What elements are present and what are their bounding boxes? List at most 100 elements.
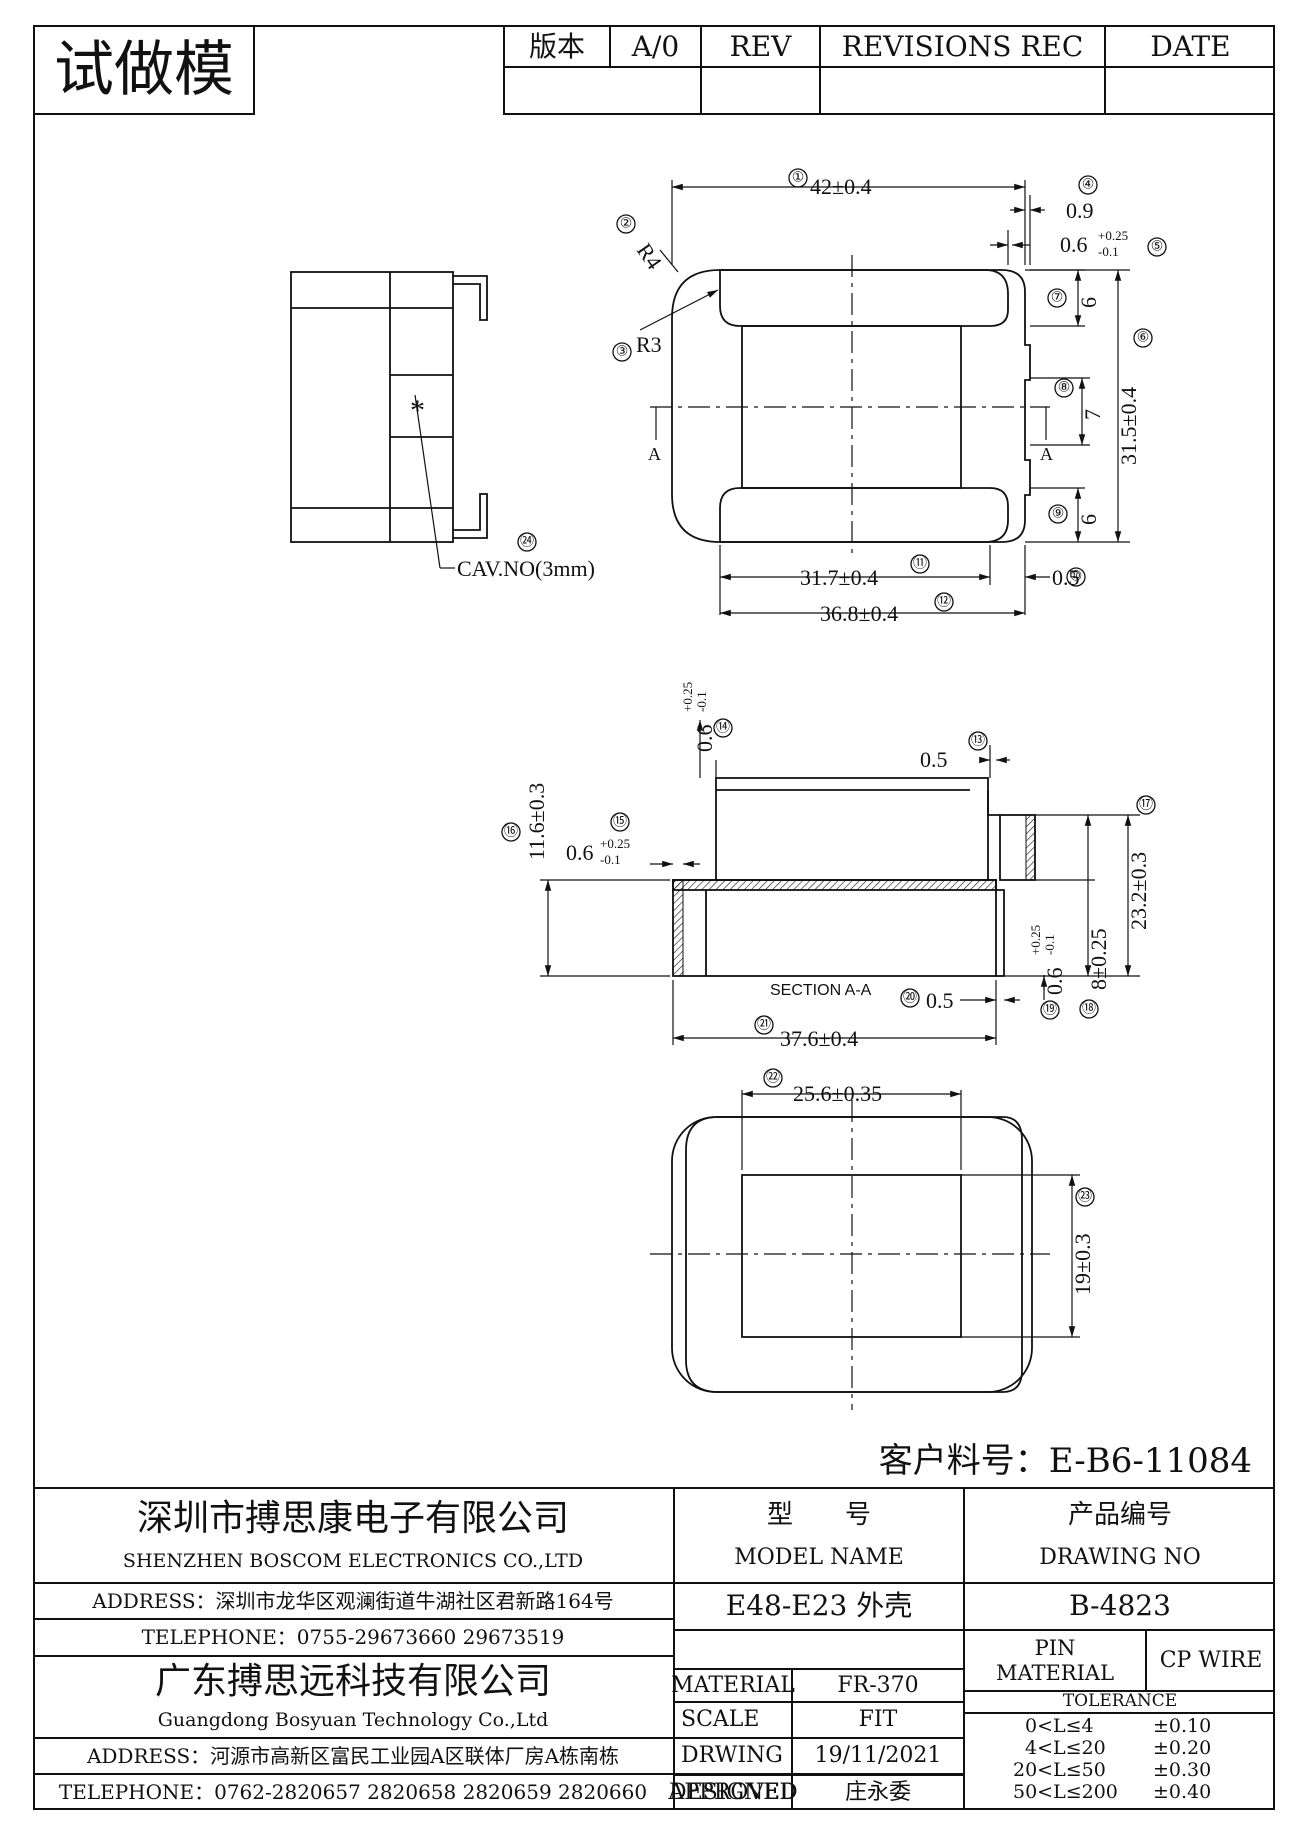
version-value: A/0 [631, 29, 680, 63]
dim-14-minus: -0.1 [694, 691, 709, 712]
callout-24: ㉔ [520, 534, 534, 550]
dim-12: 36.8±0.4 [820, 601, 898, 626]
technical-drawing: 42±0.4 R4 R3 0.9 0.6 +0.25 -0.1 31.5±0.4… [290, 168, 1167, 1410]
drawing-label-cn: 产品编号 [1067, 1500, 1172, 1531]
model-label-en: MODEL NAME [734, 1545, 904, 1571]
dim-20: 0.5 [926, 988, 954, 1013]
company2-address: ADDRESS：河源市高新区富民工业园A区联体厂房A栋南栋 [86, 1743, 620, 1768]
dim-9: 6 [1076, 514, 1101, 525]
company2-name-en: Guangdong Bosyuan Technology Co.,Ltd [157, 1709, 549, 1732]
version-label: 版本 [528, 29, 585, 63]
model-value: E48-E23 外壳 [725, 1589, 913, 1623]
drawing-number: B-4823 [1069, 1589, 1171, 1623]
company1-address: ADDRESS：深圳市龙华区观澜街道牛湖社区君新路164号 [92, 1588, 614, 1613]
callout-7: ⑦ [1051, 291, 1064, 306]
tolerance-value-2: ±0.20 [1153, 1737, 1212, 1759]
dim-15-minus: -0.1 [600, 852, 621, 867]
scale-label: SCALE [681, 1707, 760, 1733]
top-view [671, 269, 1031, 543]
star-mark: * [410, 394, 425, 427]
designed-label: DESIGNED [669, 1779, 797, 1805]
dim-15: 0.6 [566, 840, 594, 865]
dim-18: 8±0.25 [1086, 928, 1111, 990]
dim-22: 25.6±0.35 [793, 1081, 882, 1106]
callout-16: ⑯ [504, 824, 518, 840]
company1-name-cn: 深圳市搏思康电子有限公司 [136, 1498, 569, 1540]
revisions-label: REVISIONS REC [841, 29, 1084, 63]
company2-name-cn: 广东搏思远科技有限公司 [154, 1661, 551, 1703]
callout-19: ⑲ [1043, 1002, 1057, 1018]
cp-wire-label: CP WIRE [1159, 1647, 1263, 1673]
dim-5: 0.6 [1060, 232, 1088, 257]
callout-1: ① [792, 171, 805, 186]
date-label: DATE [1150, 29, 1231, 63]
section-hatch [672, 814, 1036, 977]
tolerance-table: 0<L≤4 ±0.10 4<L≤20 ±0.20 20<L≤50 ±0.30 5… [965, 1715, 1275, 1810]
callout-14: ⑭ [716, 720, 730, 736]
dim-14-plus: +0.25 [680, 682, 695, 712]
tolerance-value-4: ±0.40 [1153, 1781, 1212, 1803]
dim-5-plus: +0.25 [1098, 228, 1128, 243]
material-label: MATERIAL [671, 1672, 795, 1698]
tolerance-range-1: 0<L≤4 [1025, 1715, 1094, 1737]
callout-17: ⑰ [1139, 797, 1153, 813]
tolerance-value-3: ±0.30 [1153, 1759, 1212, 1781]
tolerance-range-3: 20<L≤50 [1013, 1759, 1106, 1781]
drawing-by-label: DRWING [681, 1743, 783, 1769]
callout-21: ㉑ [757, 1017, 771, 1033]
callout-8: ⑧ [1058, 381, 1071, 396]
callout-11: ⑪ [913, 556, 927, 572]
tolerance-value-1: ±0.10 [1153, 1715, 1212, 1737]
callout-2: ② [620, 217, 633, 232]
customer-part-number: 客户料号：E-B6-11084 [878, 1441, 1252, 1481]
rev-label: REV [729, 29, 792, 63]
trial-stamp: 试做模 [54, 34, 234, 105]
revision-table [503, 25, 1275, 115]
callout-23: ㉓ [1078, 1189, 1092, 1205]
section-view [672, 777, 1036, 977]
tolerance-label: TOLERANCE [1062, 1691, 1178, 1712]
dim-6: 31.5±0.4 [1116, 387, 1141, 465]
section-mark-left: A [648, 444, 661, 464]
drawing-frame [33, 25, 1275, 1810]
dim-2: R4 [632, 239, 667, 274]
model-label-cn: 型 号 [766, 1500, 871, 1531]
dim-21: 37.6±0.4 [780, 1026, 858, 1051]
callout-22: ㉒ [766, 1070, 780, 1086]
callout-6: ⑥ [1137, 331, 1150, 346]
dim-19: 0.6 [1042, 968, 1067, 996]
dim-19-plus: +0.25 [1028, 925, 1043, 955]
callout-18: ⑱ [1082, 1001, 1096, 1017]
callout-5: ⑤ [1151, 240, 1164, 255]
dim-16: 11.6±0.3 [524, 783, 549, 860]
callout-10: ⑩ [1070, 570, 1083, 585]
callout-20: ⑳ [903, 990, 917, 1006]
dim-5-minus: -0.1 [1098, 244, 1119, 259]
dim-3: R3 [636, 332, 662, 357]
dim-1: 42±0.4 [810, 174, 872, 199]
dim-4: 0.9 [1066, 198, 1094, 223]
pin-material-label: PIN MATERIAL [995, 1636, 1115, 1685]
company1-telephone: TELEPHONE：0755-29673660 29673519 [141, 1625, 565, 1649]
dim-14: 0.6 [692, 725, 717, 753]
dim-11: 31.7±0.4 [800, 565, 878, 590]
trial-stamp-box [33, 25, 255, 115]
drawing-date: 19/11/2021 [814, 1743, 942, 1769]
cav-no: CAV.NO(3mm) [457, 556, 595, 581]
drawing-label-en: DRAWING NO [1039, 1545, 1201, 1571]
dim-15-plus: +0.25 [600, 836, 630, 851]
tolerance-range-2: 4<L≤20 [1025, 1737, 1106, 1759]
callout-12: ⑫ [937, 594, 951, 610]
callout-15: ⑮ [613, 814, 627, 830]
dim-23: 19±0.3 [1070, 1233, 1095, 1295]
section-title: SECTION A-A [770, 982, 872, 999]
tolerance-range-4: 50<L≤200 [1013, 1781, 1118, 1803]
section-mark-right: A [1040, 444, 1053, 464]
callout-markers [501, 168, 1167, 1207]
dim-7: 6 [1076, 297, 1101, 308]
callout-4: ④ [1082, 178, 1095, 193]
side-view [290, 271, 488, 543]
designed-value: 庄永委 [844, 1779, 911, 1805]
approved-row-label: APPROVED [668, 1780, 798, 1806]
callout-3: ③ [616, 345, 629, 360]
